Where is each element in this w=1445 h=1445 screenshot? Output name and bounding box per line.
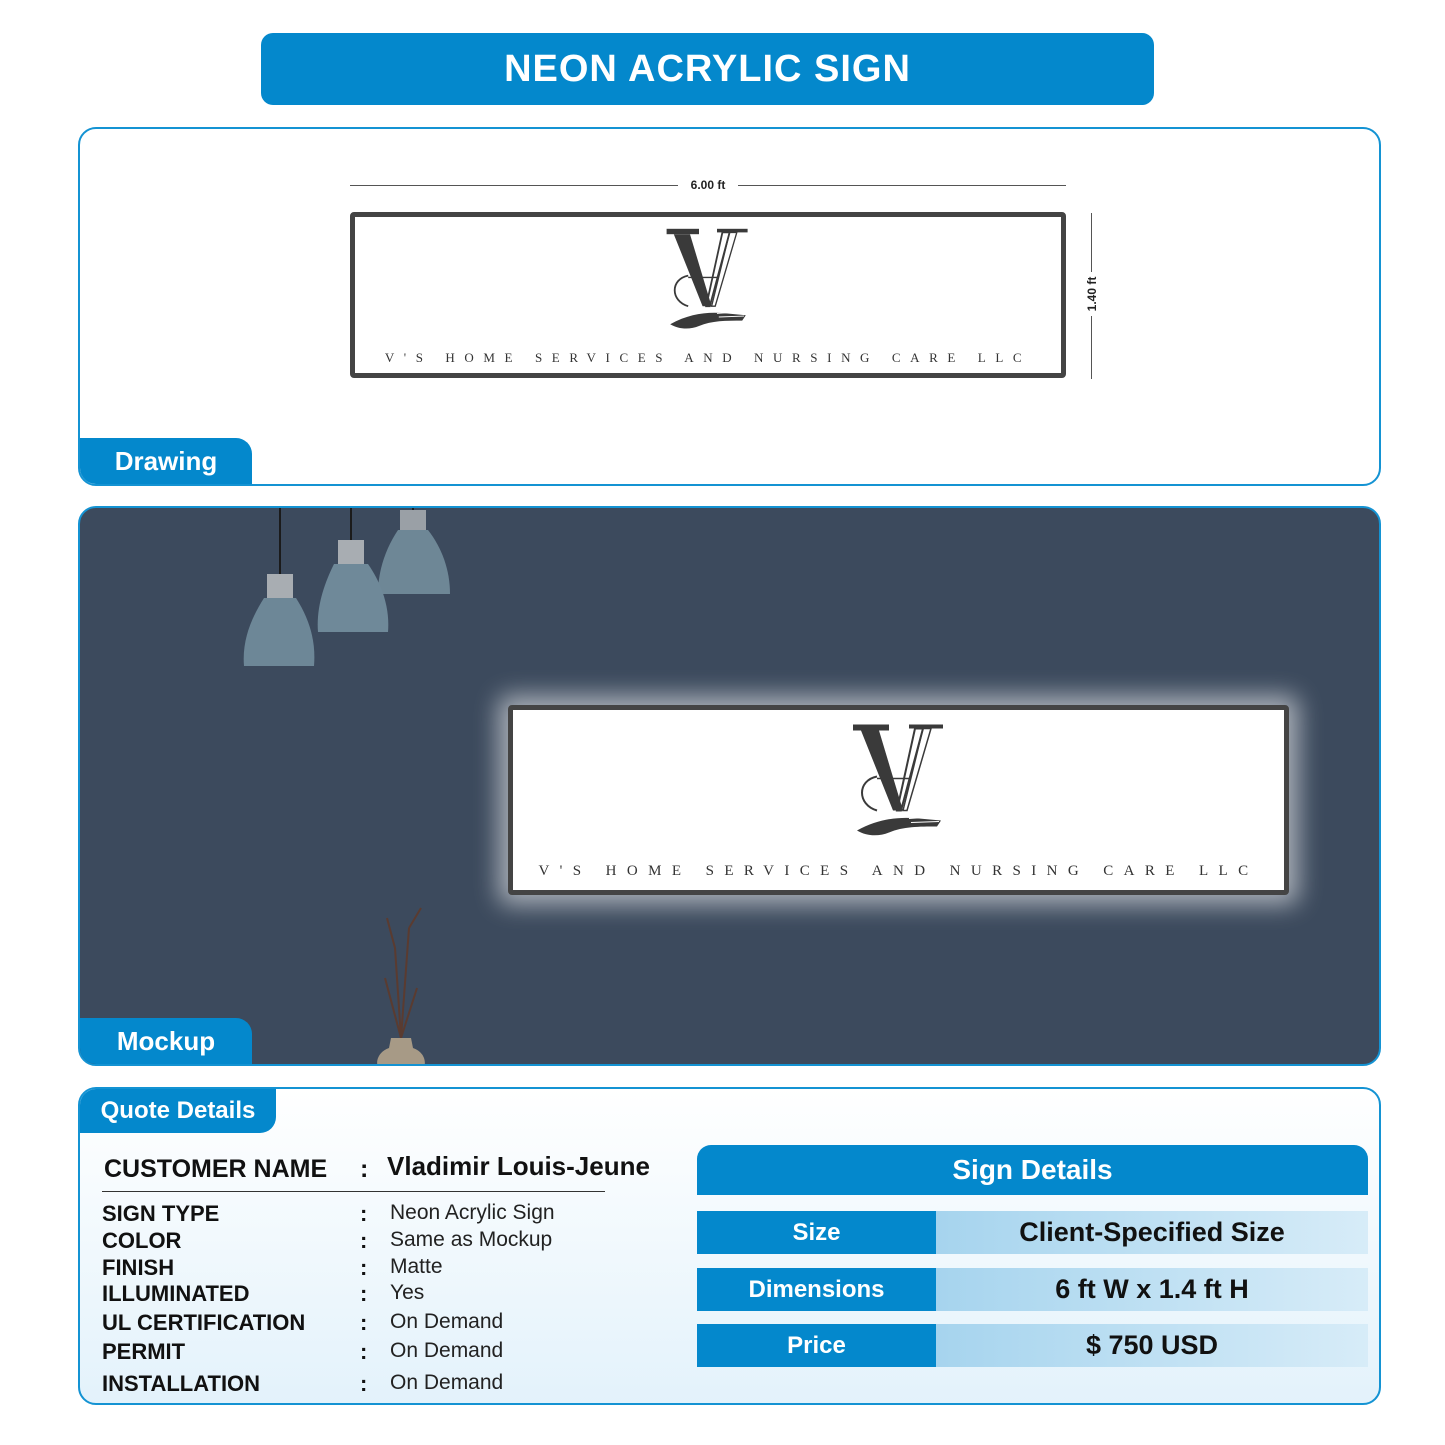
sign-details-row-size: Size Client-Specified Size — [697, 1211, 1368, 1254]
sign-details-key: Dimensions — [697, 1268, 936, 1311]
sign-details-value: Client-Specified Size — [936, 1211, 1368, 1254]
detail-label: COLOR — [102, 1228, 182, 1253]
drawing-tab: Drawing — [80, 438, 252, 484]
sign-details-value: 6 ft W x 1.4 ft H — [936, 1268, 1368, 1311]
drawing-panel: 6.00 ft 1.40 ft V'S HOME SERVICES AND NU… — [78, 127, 1381, 486]
mockup-tab: Mockup — [80, 1018, 252, 1064]
customer-name-underline — [102, 1191, 605, 1192]
detail-label: FINISH — [102, 1255, 175, 1280]
sign-drawing: V'S HOME SERVICES AND NURSING CARE LLC — [350, 212, 1066, 378]
sign-details-header: Sign Details — [697, 1145, 1368, 1195]
sign-details-row-dimensions: Dimensions 6 ft W x 1.4 ft H — [697, 1268, 1368, 1311]
detail-colon: : — [360, 1228, 368, 1253]
detail-value: Matte — [390, 1255, 443, 1278]
pendant-lamps-icon — [243, 508, 450, 666]
sign-mockup: V'S HOME SERVICES AND NURSING CARE LLC — [508, 705, 1289, 895]
detail-value: Same as Mockup — [390, 1228, 553, 1251]
customer-name-label: CUSTOMER NAME — [104, 1155, 328, 1183]
detail-colon: : — [360, 1310, 368, 1335]
customer-name-colon: : — [360, 1155, 369, 1183]
detail-label: UL CERTIFICATION — [102, 1310, 306, 1335]
detail-label: ILLUMINATED — [102, 1281, 250, 1306]
sign-details-row-price: Price $ 750 USD — [697, 1324, 1368, 1367]
height-dimension-label: 1.40 ft — [1085, 272, 1099, 316]
detail-label: PERMIT — [102, 1339, 186, 1364]
detail-value: On Demand — [390, 1339, 504, 1362]
sign-details-key: Size — [697, 1211, 936, 1254]
detail-label: SIGN TYPE — [102, 1201, 220, 1226]
width-dimension-label: 6.00 ft — [678, 178, 738, 192]
detail-label: INSTALLATION — [102, 1371, 261, 1396]
vs-logo-icon — [852, 724, 943, 836]
vase-with-branches-icon — [377, 907, 425, 1064]
detail-value: Yes — [390, 1281, 425, 1304]
detail-colon: : — [360, 1255, 368, 1280]
detail-value: On Demand — [390, 1371, 504, 1394]
page-title: NEON ACRYLIC SIGN — [261, 33, 1154, 105]
detail-colon: : — [360, 1371, 368, 1396]
vs-logo-icon — [666, 228, 748, 329]
detail-colon: : — [360, 1339, 368, 1364]
quote-details-tab: Quote Details — [80, 1089, 276, 1133]
sign-details-value: $ 750 USD — [936, 1324, 1368, 1367]
detail-value: On Demand — [390, 1310, 504, 1333]
quote-details-panel: Quote Details CUSTOMER NAME : Vladimir L… — [78, 1087, 1381, 1405]
mockup-panel: V'S HOME SERVICES AND NURSING CARE LLC M… — [78, 506, 1381, 1066]
sign-caption: V'S HOME SERVICES AND NURSING CARE LLC — [384, 350, 1032, 365]
customer-name-value: Vladimir Louis-Jeune — [387, 1151, 650, 1181]
detail-value: Neon Acrylic Sign — [390, 1201, 555, 1224]
detail-colon: : — [360, 1201, 368, 1226]
sign-caption: V'S HOME SERVICES AND NURSING CARE LLC — [538, 863, 1259, 879]
sign-details-key: Price — [697, 1324, 936, 1367]
detail-colon: : — [360, 1281, 368, 1306]
